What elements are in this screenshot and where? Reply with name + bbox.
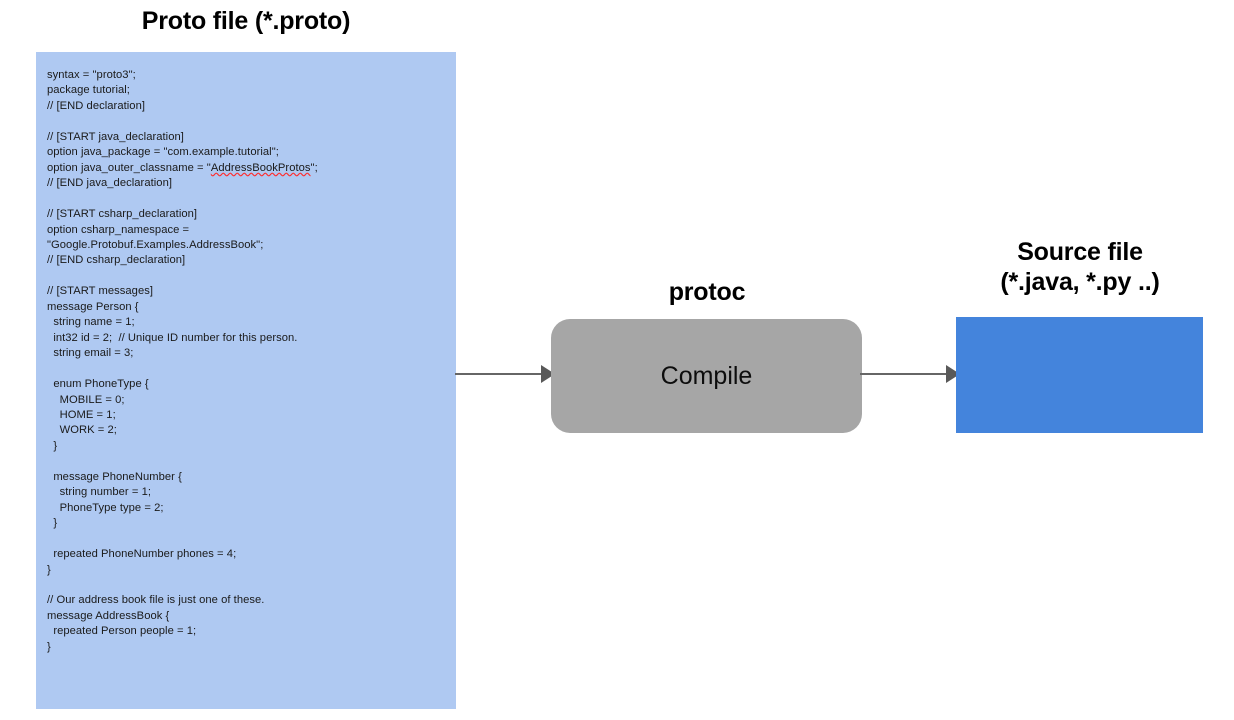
arrow-proto-to-protoc-icon [455,360,555,388]
proto-file-title: Proto file (*.proto) [141,7,351,35]
source-file-title: Source file (*.java, *.py ..) [1000,238,1160,296]
protoc-title: protoc [668,278,746,306]
proto-file-code: syntax = "proto3"; package tutorial; // … [47,69,318,653]
proto-file-box: syntax = "proto3"; package tutorial; // … [36,52,456,709]
compile-label: Compile [660,362,753,390]
compile-box[interactable]: Compile [551,319,862,433]
arrow-protoc-to-source-icon [860,360,960,388]
source-file-box [956,317,1203,433]
